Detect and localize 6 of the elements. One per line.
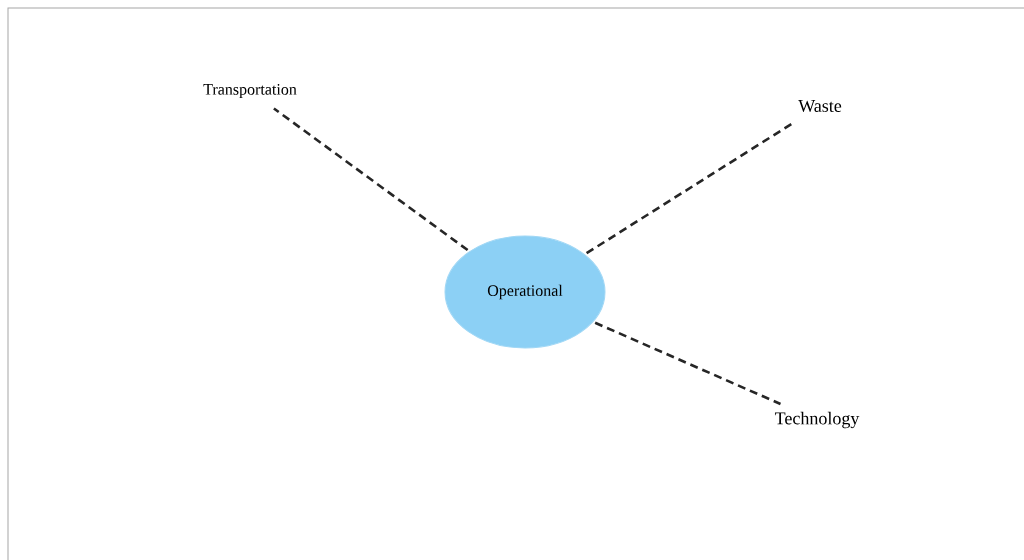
dashed-line: [273, 107, 469, 252]
topic-label: Waste: [798, 99, 842, 113]
topic-label: Transportation: [203, 84, 297, 98]
topic-label: Technology: [775, 411, 860, 429]
dashed-line: [594, 321, 782, 406]
ellipse-node: Operational: [444, 235, 606, 349]
